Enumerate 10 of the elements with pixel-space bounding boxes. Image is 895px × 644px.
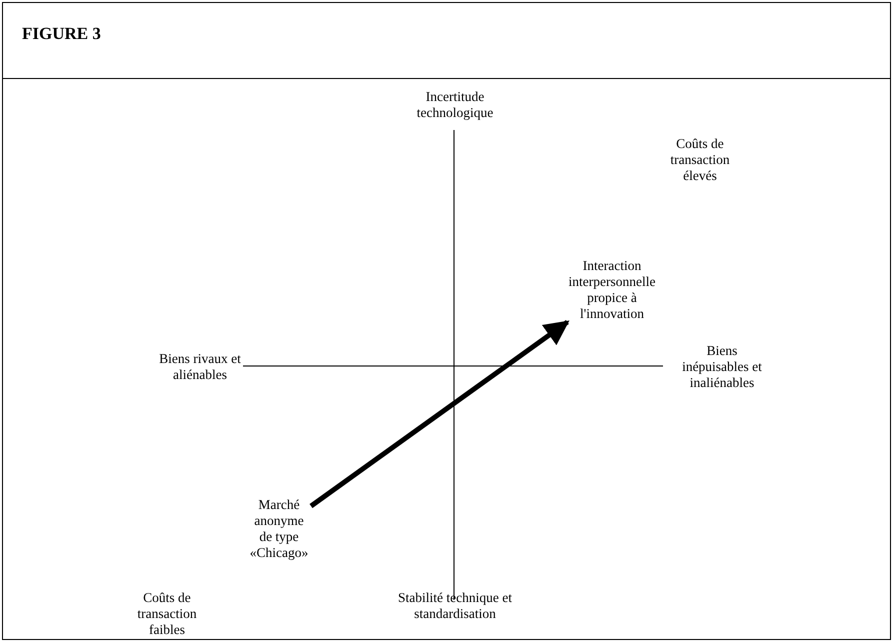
node-label: Marché anonyme de type «Chicago»: [247, 497, 311, 561]
axis-label: Stabilité technique et standardisation: [397, 590, 513, 622]
arrow: [310, 320, 570, 508]
quadrant-label: Coûts de transaction faibles: [136, 590, 198, 638]
figure-title: FIGURE 3: [22, 24, 101, 44]
axis-label: Biens rivaux et aliénables: [158, 351, 242, 383]
node-label: Interaction interpersonnelle propice à l'innovation: [562, 258, 662, 322]
quadrant-label: Coûts de transaction élevés: [669, 136, 731, 184]
axis-label: Incertitude technologique: [416, 89, 494, 121]
axis-label: Biens inépuisables et inaliénables: [681, 343, 763, 391]
